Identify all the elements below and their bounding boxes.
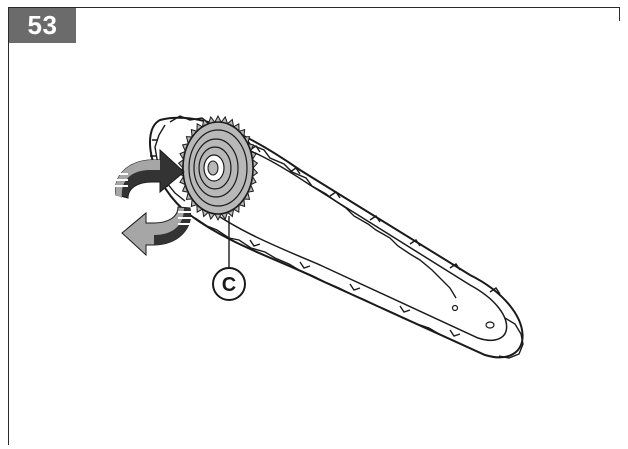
frame-right-border: [619, 7, 620, 21]
figure-number-badge: 53: [9, 8, 76, 43]
frame-top-border: [8, 7, 620, 8]
sprocket-icon: [177, 114, 259, 222]
rotation-arrows-icon: [114, 148, 192, 257]
frame-left-border: [8, 7, 9, 445]
callout-circle: [212, 267, 246, 301]
callout-label-c: C: [222, 274, 236, 296]
